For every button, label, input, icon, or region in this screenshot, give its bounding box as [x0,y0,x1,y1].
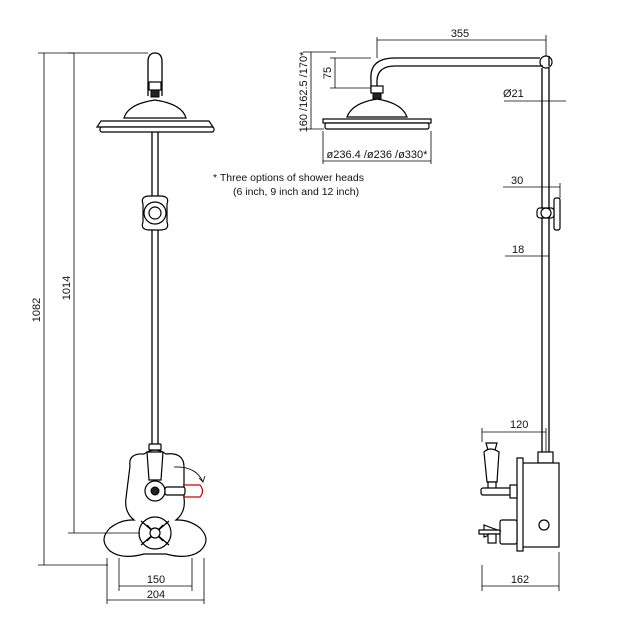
dim-rail-offset-label: 18 [512,244,524,256]
side-view: 355 75 160 /162.5 /170* ø236.4 /ø236 /ø3… [298,28,566,591]
dim-arm-length: 355 [376,28,547,58]
dim-pipe-diameter-label: Ø21 [503,88,524,100]
dim-head-diameters: ø236.4 /ø236 /ø330* [322,131,432,164]
note-line-2: (6 inch, 9 inch and 12 inch) [233,186,359,198]
dim-height-to-valve: 1014 [61,52,140,534]
dim-overall-height-label: 1082 [31,298,43,322]
side-riser-pipe [541,68,550,452]
front-shower-arm [147,52,163,98]
side-slide-bracket [536,197,561,231]
side-shower-head [322,98,432,130]
dim-valve-offset-label: 120 [510,419,528,431]
dim-head-heights: 160 /162.5 /170* [298,51,336,132]
dim-valve-depth-label: 162 [511,574,529,586]
side-valve [478,442,560,552]
dim-head-diameters-label: ø236.4 /ø236 /ø330* [327,149,429,161]
front-riser-pipe [151,132,159,445]
dim-valve-overall-width-label: 204 [147,589,165,601]
dim-rail-offset: 18 [505,244,549,257]
dim-bracket-projection-label: 30 [511,175,523,187]
dim-arm-drop-label: 75 [322,67,334,79]
shower-head-options-note: * Three options of shower heads (6 inch,… [213,172,364,198]
dim-pipe-diameter: Ø21 [503,88,566,102]
dim-overall-height: 1082 [31,52,148,566]
note-line-1: * Three options of shower heads [213,172,364,184]
dim-bracket-projection: 30 [503,175,561,198]
dim-arm-length-label: 355 [451,28,469,40]
dim-valve-offset: 120 [481,419,547,452]
front-view: 1082 1014 150 204 [31,52,215,604]
front-shower-head [95,99,215,133]
dim-valve-depth: 162 [481,552,560,591]
dim-valve-plate-width: 150 [118,558,193,591]
front-slide-bracket [141,195,169,231]
side-shower-arm [370,55,553,100]
dim-height-to-valve-label: 1014 [61,276,73,300]
dim-valve-plate-width-label: 150 [147,574,165,586]
dim-head-heights-label: 160 /162.5 /170* [298,51,310,132]
dim-valve-overall-width: 204 [106,558,205,604]
dim-arm-drop: 75 [322,57,371,89]
front-valve [103,443,207,557]
